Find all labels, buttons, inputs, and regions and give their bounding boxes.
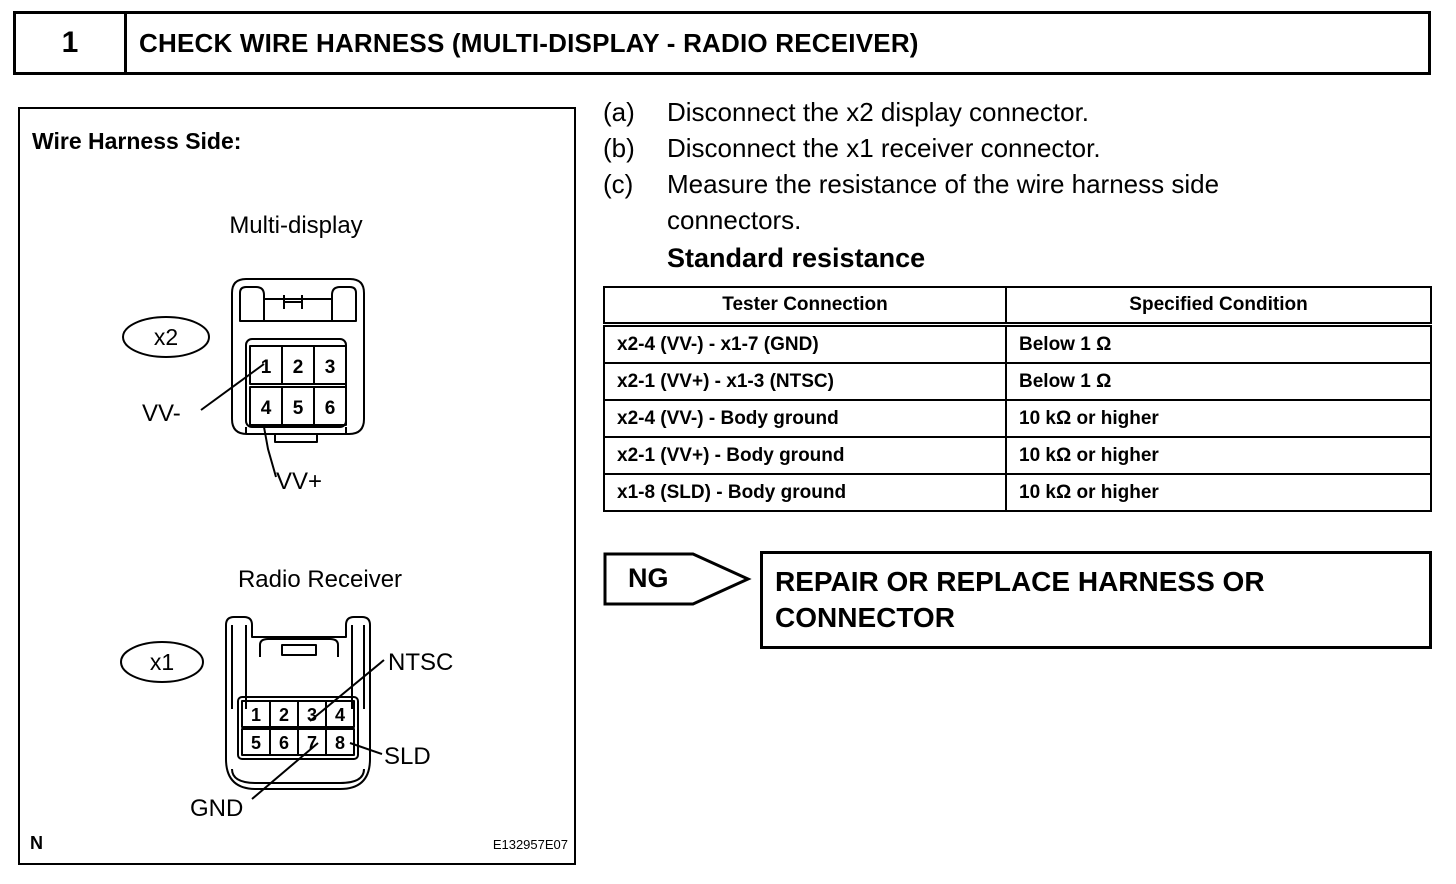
procedure-step-a: (a) Disconnect the x2 display connector. — [603, 94, 1433, 130]
table-header-row: Tester Connection Specified Condition — [603, 286, 1432, 327]
step-number: 1 — [16, 14, 127, 72]
step-text: Measure the resistance of the wire harne… — [667, 169, 1220, 235]
x1-pin-3: 3 — [307, 705, 317, 725]
x1-pin-8: 8 — [335, 733, 345, 753]
step-title: CHECK WIRE HARNESS (MULTI-DISPLAY - RADI… — [139, 27, 919, 58]
specified-condition-cell: Below 1 Ω — [1005, 362, 1432, 401]
diagram-heading: Wire Harness Side: — [32, 128, 241, 154]
vv-minus-label: VV- — [142, 400, 181, 427]
connector-diagram-svg: Wire Harness Side: Multi-display x2 1 2 … — [30, 128, 568, 853]
x1-connector-id: x1 — [150, 649, 174, 675]
x1-pin-2: 2 — [279, 705, 289, 725]
x2-pin-5: 5 — [293, 398, 304, 419]
table-row: x1-8 (SLD) - Body ground 10 kΩ or higher — [603, 473, 1432, 512]
x1-pin-4: 4 — [335, 705, 345, 725]
sld-leader — [349, 742, 383, 755]
vv-plus-leader — [263, 426, 277, 478]
table-row: x2-1 (VV+) - Body ground 10 kΩ or higher — [603, 436, 1432, 475]
tester-connection-cell: x2-1 (VV+) - x1-3 (NTSC) — [603, 362, 1007, 401]
x2-pin-2: 2 — [293, 357, 304, 378]
x1-pin-1: 1 — [251, 705, 261, 725]
standard-resistance-label: Standard resistance — [667, 243, 926, 273]
ng-arrow-icon — [603, 552, 752, 606]
table-row: x2-4 (VV-) - x1-7 (GND) Below 1 Ω — [603, 323, 1432, 364]
tester-connection-cell: x2-4 (VV-) - Body ground — [603, 399, 1007, 438]
step-letter: (b) — [603, 133, 635, 163]
x2-pin-6: 6 — [325, 398, 336, 419]
vv-minus-leader — [200, 363, 265, 411]
specified-condition-cell: 10 kΩ or higher — [1005, 473, 1432, 512]
ntsc-leader — [309, 659, 385, 722]
corner-mark: N — [30, 833, 43, 853]
table-row: x2-4 (VV-) - Body ground 10 kΩ or higher — [603, 399, 1432, 438]
multi-display-title: Multi-display — [229, 212, 362, 239]
gnd-label: GND — [190, 795, 243, 822]
resistance-spec-table: Tester Connection Specified Condition x2… — [603, 286, 1432, 512]
x2-pin-4: 4 — [261, 398, 272, 419]
vv-plus-label: VV+ — [276, 468, 322, 495]
ng-action-box: REPAIR OR REPLACE HARNESS OR CONNECTOR — [760, 551, 1432, 649]
ng-label: NG — [628, 563, 669, 593]
specified-condition-cell: 10 kΩ or higher — [1005, 436, 1432, 475]
x2-pin-1: 1 — [261, 357, 272, 378]
x2-oval — [122, 316, 210, 358]
column-header-tester-connection: Tester Connection — [603, 286, 1007, 327]
x1-oval — [120, 641, 204, 683]
step-letter: (a) — [603, 97, 635, 127]
x1-pin-7: 7 — [307, 733, 317, 753]
procedure-step-b: (b) Disconnect the x1 receiver connector… — [603, 130, 1433, 166]
x2-pin-grid — [249, 345, 347, 426]
sld-label: SLD — [384, 743, 431, 770]
x2-connector-id: x2 — [154, 324, 178, 350]
figure-code: E132957E07 — [493, 837, 568, 852]
specified-condition-cell: Below 1 Ω — [1005, 323, 1432, 364]
specified-condition-cell: 10 kΩ or higher — [1005, 399, 1432, 438]
x2-pin-3: 3 — [325, 357, 336, 378]
gnd-leader — [251, 742, 319, 800]
procedure-step-c: (c) Measure the resistance of the wire h… — [603, 166, 1433, 238]
tester-connection-cell: x2-4 (VV-) - x1-7 (GND) — [603, 323, 1007, 364]
table-row: x2-1 (VV+) - x1-3 (NTSC) Below 1 Ω — [603, 362, 1432, 401]
ntsc-label: NTSC — [388, 649, 453, 676]
x1-pin-6: 6 — [279, 733, 289, 753]
step-header: 1 CHECK WIRE HARNESS (MULTI-DISPLAY - RA… — [13, 11, 1431, 75]
tester-connection-cell: x1-8 (SLD) - Body ground — [603, 473, 1007, 512]
radio-receiver-title: Radio Receiver — [238, 566, 402, 593]
x1-pin-grid — [241, 700, 355, 756]
step-letter: (c) — [603, 169, 634, 199]
tester-connection-cell: x2-1 (VV+) - Body ground — [603, 436, 1007, 475]
step-text: Disconnect the x1 receiver connector. — [667, 133, 1101, 163]
procedure-steps: (a) Disconnect the x2 display connector.… — [603, 94, 1433, 278]
step-text: Disconnect the x2 display connector. — [667, 97, 1090, 127]
column-header-specified-condition: Specified Condition — [1005, 286, 1432, 327]
x1-pin-5: 5 — [251, 733, 261, 753]
connector-diagram: Wire Harness Side: Multi-display x2 1 2 … — [18, 107, 576, 865]
